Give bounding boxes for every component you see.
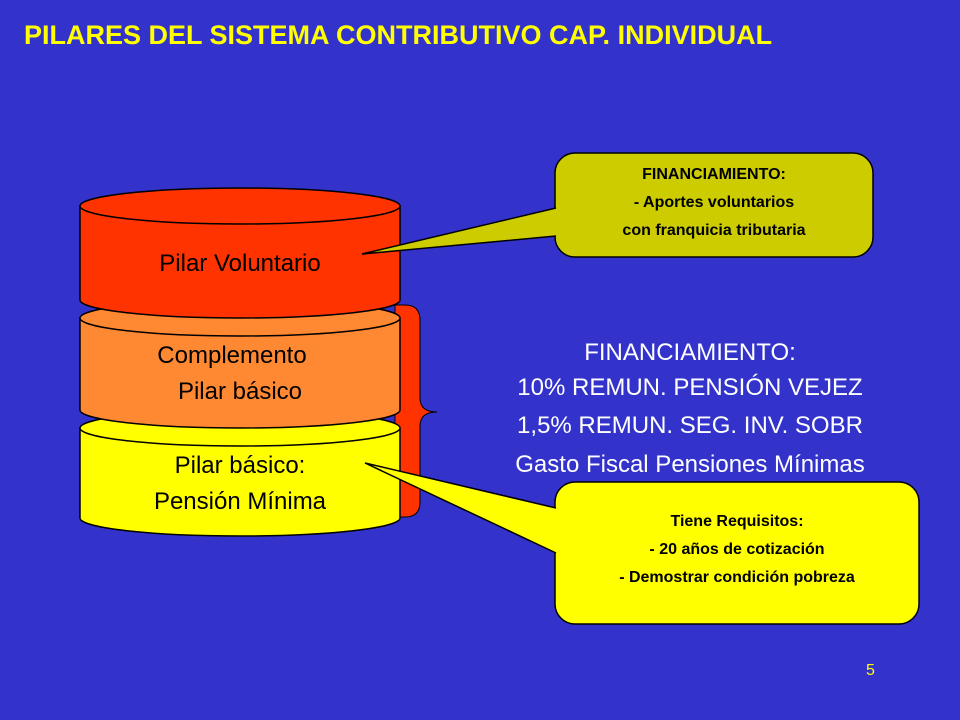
page-number: 5 — [866, 662, 875, 679]
callout-basico-line-2: - 20 años de cotización — [649, 541, 825, 558]
callout-basico-line-1: Tiene Requisitos: — [670, 513, 804, 530]
pilar-basico-label-line2: Pensión Mínima — [153, 488, 327, 515]
pilar-basico-label-line1: Pilar básico: — [174, 452, 306, 479]
complemento-label-line2: Pilar básico — [177, 378, 303, 405]
callout-basico-line-3: - Demostrar condición pobreza — [619, 569, 855, 586]
financiamiento-line-1: 10% REMUN. PENSIÓN VEJEZ — [517, 374, 863, 401]
financiamiento-line-2: 1,5% REMUN. SEG. INV. SOBR — [517, 412, 863, 439]
complemento-label-line1: Complemento — [157, 342, 307, 369]
pilar-voluntario-label: Pilar Voluntario — [159, 250, 321, 277]
callout-voluntario-line-2: - Aportes voluntarios — [633, 194, 795, 211]
callout-voluntario-line-3: con franquicia tributaria — [622, 222, 806, 239]
callout-basico — [364, 462, 920, 625]
financiamiento-line-3: Gasto Fiscal Pensiones Mínimas — [515, 451, 865, 478]
financiamiento-heading: FINANCIAMIENTO: — [584, 339, 796, 366]
slide-title: PILARES DEL SISTEMA CONTRIBUTIVO CAP. IN… — [24, 20, 773, 50]
callout-voluntario-line-1: FINANCIAMIENTO: — [642, 166, 786, 183]
cylinder-pilar-voluntario — [79, 187, 401, 319]
brace-shape — [394, 304, 438, 518]
callout-voluntario — [361, 152, 874, 258]
